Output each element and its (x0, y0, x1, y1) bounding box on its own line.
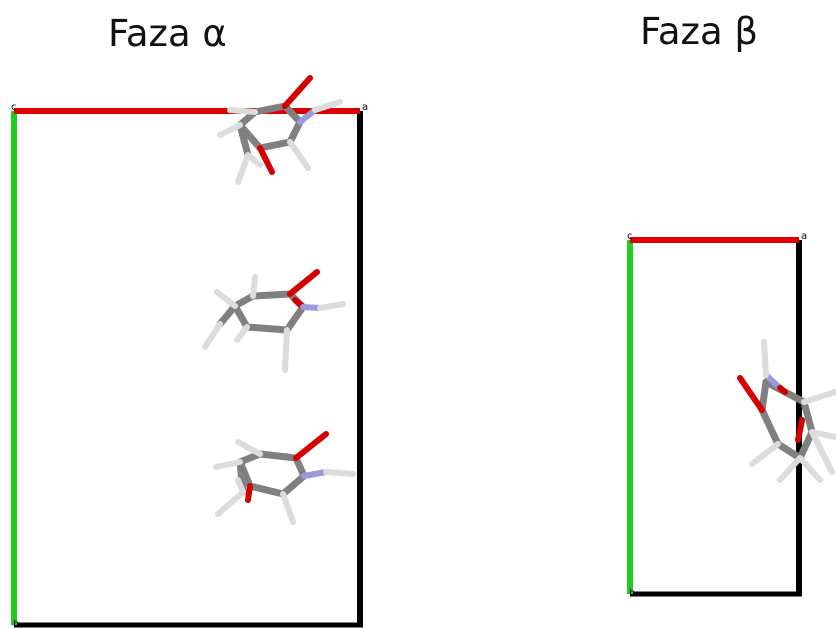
beta-unit-cell: c a b (627, 231, 807, 599)
alpha-molecule-1 (217, 75, 343, 185)
alpha-unit-cell: c a b (11, 102, 368, 628)
phase-beta-title: Faza β (640, 10, 759, 53)
beta-molecule-1 (737, 339, 836, 483)
phase-alpha-title: Faza α (108, 12, 227, 55)
beta-a-label: a (801, 231, 807, 242)
alpha-molecule-3 (213, 431, 356, 525)
alpha-origin-label: c (11, 102, 17, 113)
beta-origin-label: c (627, 231, 633, 242)
beta-b-label: b (629, 588, 635, 599)
alpha-b-label: b (13, 619, 19, 628)
alpha-molecule-2 (202, 269, 346, 373)
alpha-a-label: a (362, 102, 368, 113)
